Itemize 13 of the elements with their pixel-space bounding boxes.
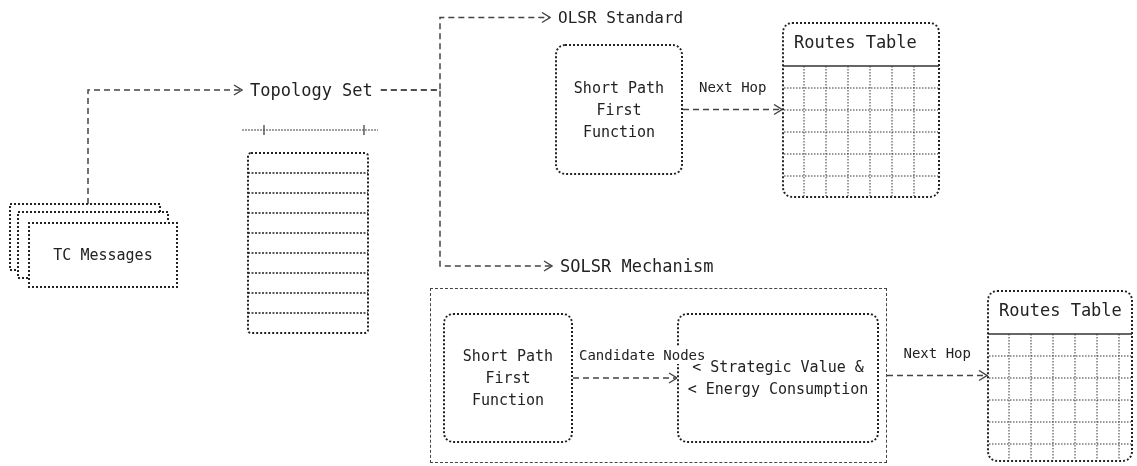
arrow — [682, 103, 783, 116]
process-box: Short Path First Function — [443, 313, 573, 443]
section-heading: OLSR Standard — [558, 8, 684, 27]
process-box: Short Path First Function — [555, 44, 683, 175]
section-heading: SOLSR Mechanism — [560, 256, 714, 276]
section-heading: Topology Set — [250, 80, 373, 100]
arrow — [886, 369, 988, 382]
arrow — [380, 89, 553, 272]
message-card: TC Messages — [28, 222, 178, 288]
arrow — [87, 84, 243, 205]
arrow — [572, 372, 678, 384]
table-heading: Routes Table — [794, 32, 917, 52]
table-heading: Routes Table — [999, 300, 1122, 320]
